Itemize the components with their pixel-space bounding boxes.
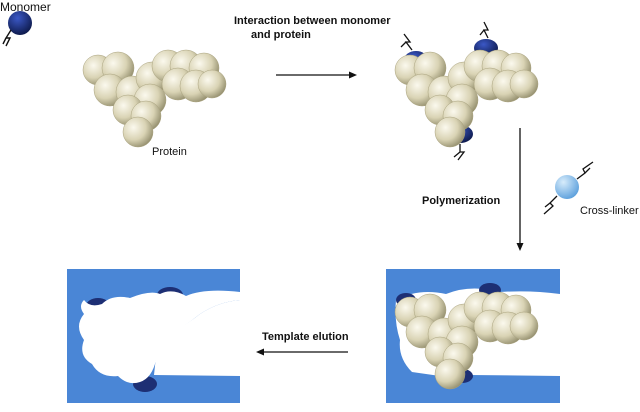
protein-cluster <box>82 49 227 148</box>
arrow-left-icon <box>256 348 348 356</box>
protein-bead <box>509 69 539 99</box>
polymerization-label: Polymerization <box>422 195 501 207</box>
cavity-shape <box>79 290 240 384</box>
protein-bead <box>122 116 154 148</box>
monomer-label: Monomer <box>0 0 51 14</box>
template-elution-label: Template elution <box>262 331 349 343</box>
cross-linker-label: Cross-linker <box>580 205 639 217</box>
protein-bead <box>197 69 227 99</box>
protein-bead <box>434 116 466 148</box>
interaction-label-line1: Interaction between monomer <box>234 15 391 27</box>
protein-label: Protein <box>152 146 187 158</box>
polymer-with-template <box>386 269 560 403</box>
arrow-down-icon <box>516 128 524 251</box>
cross-linker-icon <box>543 161 594 215</box>
monomer-protein-complex <box>394 21 539 161</box>
arrow-right-icon <box>276 71 357 79</box>
protein-bead <box>434 358 466 390</box>
monomer-icon <box>2 11 32 47</box>
protein-bead <box>509 311 539 341</box>
imprinted-polymer-cavity <box>67 269 240 403</box>
interaction-label-line2: and protein <box>251 29 311 41</box>
